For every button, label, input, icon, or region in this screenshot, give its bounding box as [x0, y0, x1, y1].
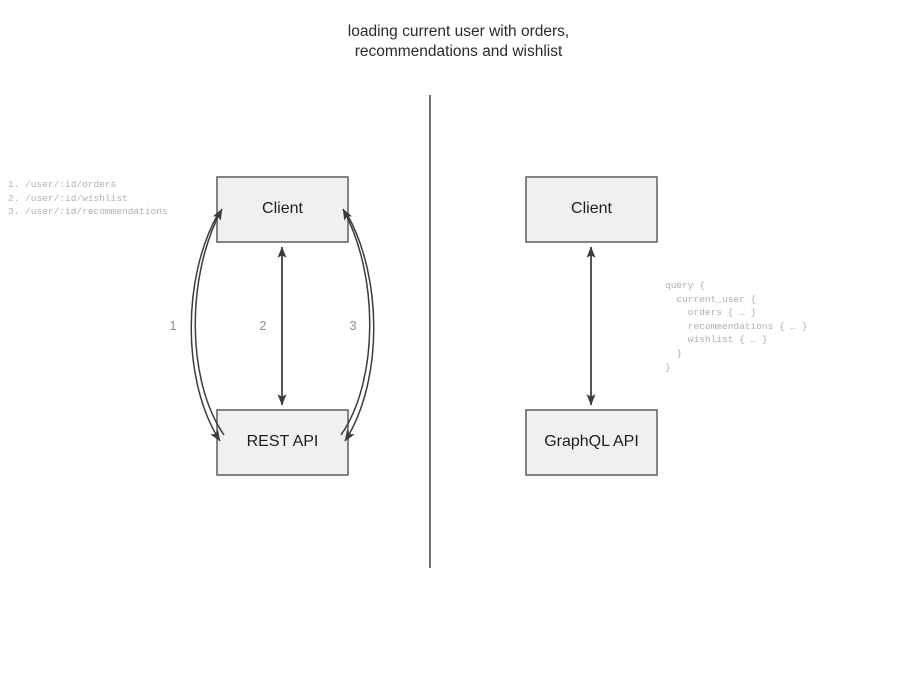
edge-3-curve [340, 208, 375, 442]
edge-1-curve [190, 208, 225, 442]
edge-1-number: 1 [169, 318, 177, 333]
gql-client-node[interactable] [525, 176, 658, 243]
graphql-query-snippet: query { current_user { orders { … } reco… [665, 280, 808, 373]
edge-3-number: 3 [349, 318, 357, 333]
rest-api-node[interactable] [216, 409, 349, 476]
page-title: loading current user with orders, recomm… [347, 23, 570, 60]
rest-client-node[interactable] [216, 176, 349, 243]
rest-endpoint-list: 1. /user/:id/orders 2. /user/:id/wishlis… [8, 179, 168, 218]
edge-2-number: 2 [259, 318, 267, 333]
gql-api-node[interactable] [525, 409, 658, 476]
